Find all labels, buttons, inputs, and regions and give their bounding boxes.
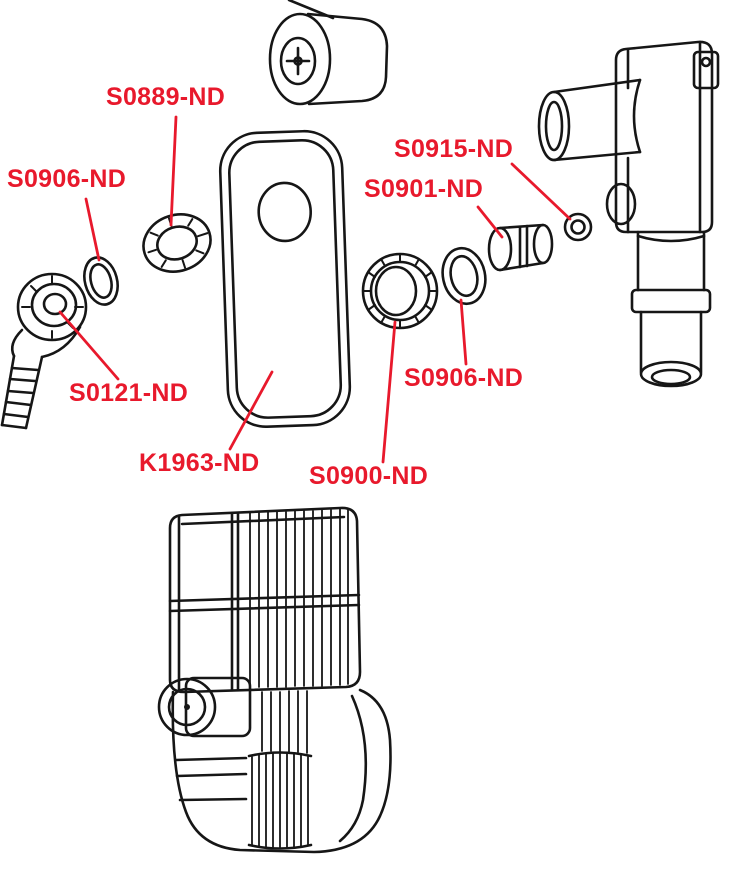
part-label-k1963: K1963-ND: [139, 449, 260, 477]
part-label-s0906-right: S0906-ND: [404, 364, 524, 392]
part-label-s0915: S0915-ND: [394, 135, 514, 163]
part-drawing-top-cap: [268, 0, 389, 106]
leader-s0915: [510, 162, 572, 221]
part-drawing-locking-ring: [142, 213, 212, 273]
part-label-s0900: S0900-ND: [309, 462, 429, 490]
part-drawing-trap-body: [157, 506, 392, 854]
part-drawing-oring-left: [83, 256, 119, 306]
part-label-s0906-left: S0906-ND: [7, 165, 127, 193]
part-label-s0889: S0889-ND: [106, 83, 226, 111]
part-drawing-insert-sleeve: [487, 223, 554, 272]
part-drawing-knurled-nut: [361, 252, 439, 330]
leader-s0900: [381, 320, 397, 464]
leader-s0889: [169, 115, 178, 227]
part-label-s0121: S0121-ND: [69, 379, 189, 407]
part-drawing-seal-ring: [563, 212, 593, 242]
part-drawing-cover-plate: [218, 129, 352, 429]
leader-s0906-left: [84, 197, 101, 262]
leader-s0121: [58, 310, 120, 381]
part-drawing-elbow-hose: [0, 272, 88, 430]
part-drawing-valve-body: [537, 40, 720, 388]
leader-s0906-right: [459, 298, 468, 366]
leader-k1963: [228, 370, 274, 451]
leader-lines: [58, 115, 572, 464]
leader-s0901: [476, 205, 504, 239]
part-label-s0901: S0901-ND: [364, 175, 484, 203]
part-drawing-oring-right: [441, 246, 487, 306]
